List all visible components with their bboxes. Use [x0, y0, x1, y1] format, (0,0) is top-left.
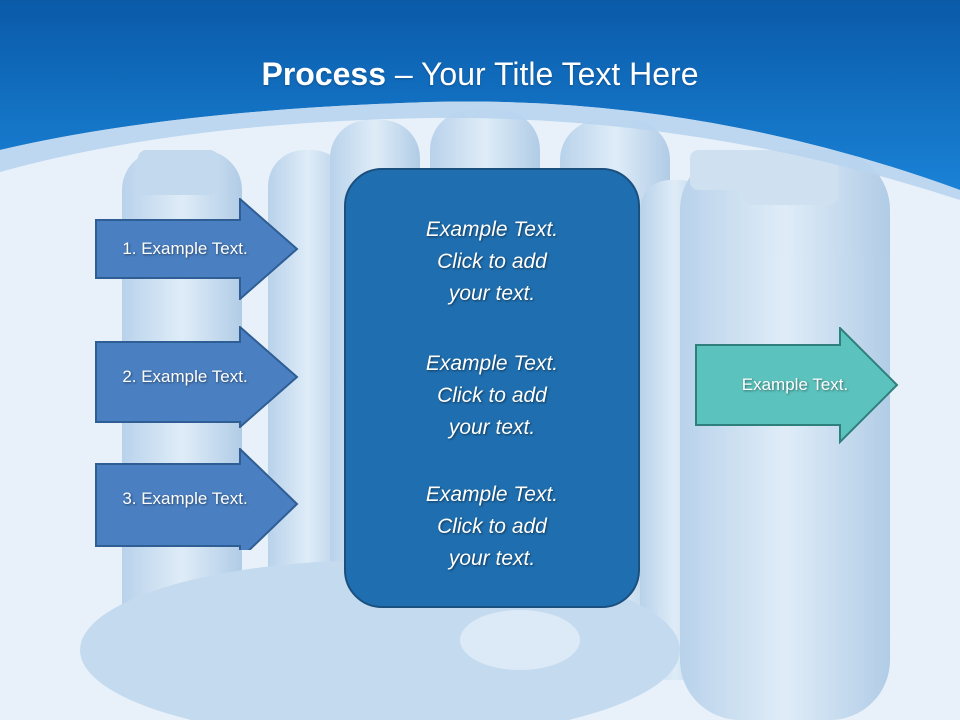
right-arrow-icon — [695, 327, 899, 445]
center-item-2-line-3: your text. — [448, 416, 536, 439]
center-text-box[interactable]: Example Text. Click to add your text. Ex… — [344, 168, 640, 608]
center-item-1-line-1: Example Text. — [425, 218, 559, 241]
step-label-3: 3. Example Text. — [122, 489, 248, 508]
page-title: Process – Your Title Text Here — [0, 52, 960, 96]
center-item-1-line-2: Click to add — [437, 250, 547, 273]
center-item-2-line-1: Example Text. — [425, 352, 559, 375]
header-band — [0, 0, 960, 190]
title-bold: Process — [261, 56, 387, 92]
center-item-3-line-1: Example Text. — [425, 483, 559, 506]
center-item-2-line-2: Click to add — [437, 384, 547, 407]
title-rest: – Your Title Text Here — [386, 56, 699, 92]
result-label: Example Text. — [741, 375, 849, 394]
center-item-3: Example Text. Click to add your text. — [346, 479, 638, 575]
center-item-3-line-3: your text. — [448, 547, 536, 570]
right-arrow-icon — [95, 198, 299, 300]
center-item-2: Example Text. Click to add your text. — [346, 348, 638, 444]
center-item-1: Example Text. Click to add your text. — [346, 214, 638, 310]
right-arrow-icon — [95, 448, 299, 550]
center-item-1-line-3: your text. — [448, 282, 536, 305]
header-curve — [0, 101, 960, 200]
center-item-3-line-2: Click to add — [437, 515, 547, 538]
result-arrow[interactable]: Example Text. — [695, 327, 899, 445]
step-label-1: 1. Example Text. — [122, 239, 248, 258]
step-arrow-1[interactable]: 1. Example Text. — [95, 198, 299, 300]
step-arrow-2[interactable]: 2. Example Text. — [95, 326, 299, 428]
step-arrow-3[interactable]: 3. Example Text. — [95, 448, 299, 550]
step-label-2: 2. Example Text. — [122, 367, 248, 386]
right-arrow-icon — [95, 326, 299, 428]
